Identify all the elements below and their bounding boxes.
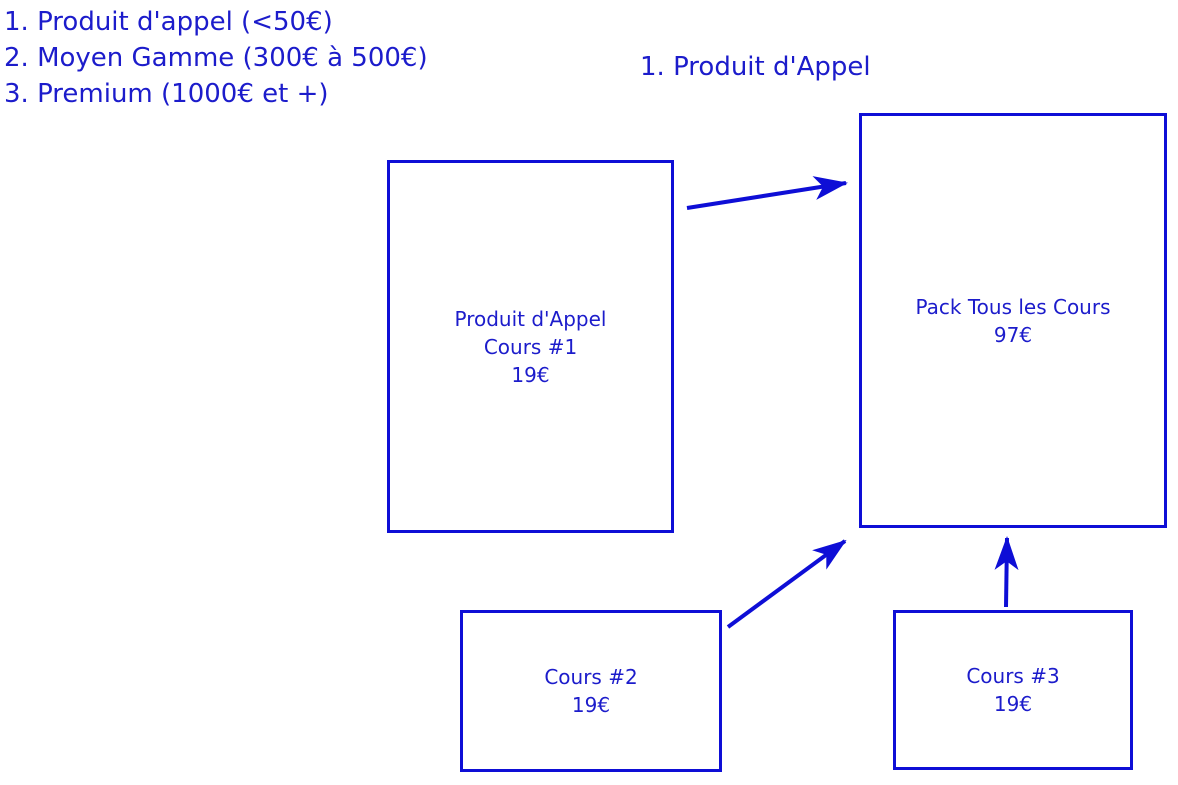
tier-list-item-2: 2. Moyen Gamme (300€ à 500€) (4, 43, 428, 73)
pricing-tier-list: 1. Produit d'appel (<50€) 2. Moyen Gamme… (4, 4, 428, 112)
box-pack: Pack Tous les Cours 97€ (859, 113, 1167, 528)
box-cours1-line2: Cours #1 (483, 334, 578, 359)
box-cours2-line1: Cours #2 (544, 665, 638, 689)
box-cours2-price: 19€ (571, 693, 611, 717)
arrow-cours1-to-pack (686, 176, 848, 210)
tier-list-item-1: 1. Produit d'appel (<50€) (4, 7, 333, 37)
box-cours3-line1: Cours #3 (966, 664, 1060, 688)
box-cours3: Cours #3 19€ (893, 610, 1133, 770)
section-title: 1. Produit d'Appel (640, 52, 871, 82)
box-cours1-line1: Produit d'Appel (454, 306, 607, 331)
arrow-cours2-to-pack (726, 539, 847, 629)
box-cours3-label: Cours #3 19€ (966, 662, 1059, 718)
box-pack-label: Pack Tous les Cours 97€ (915, 293, 1110, 349)
tier-list-item-3: 3. Premium (1000€ et +) (4, 79, 329, 109)
box-pack-price: 97€ (993, 322, 1033, 347)
box-cours2-label: Cours #2 19€ (544, 663, 637, 719)
box-cours1: Produit d'Appel Cours #1 19€ (387, 160, 674, 533)
box-cours3-price: 19€ (993, 692, 1033, 716)
box-cours2: Cours #2 19€ (460, 610, 722, 772)
box-pack-line1: Pack Tous les Cours (915, 294, 1111, 319)
box-cours1-label: Produit d'Appel Cours #1 19€ (455, 305, 607, 389)
arrow-cours3-to-pack (994, 536, 1019, 608)
box-cours1-price: 19€ (511, 362, 550, 387)
